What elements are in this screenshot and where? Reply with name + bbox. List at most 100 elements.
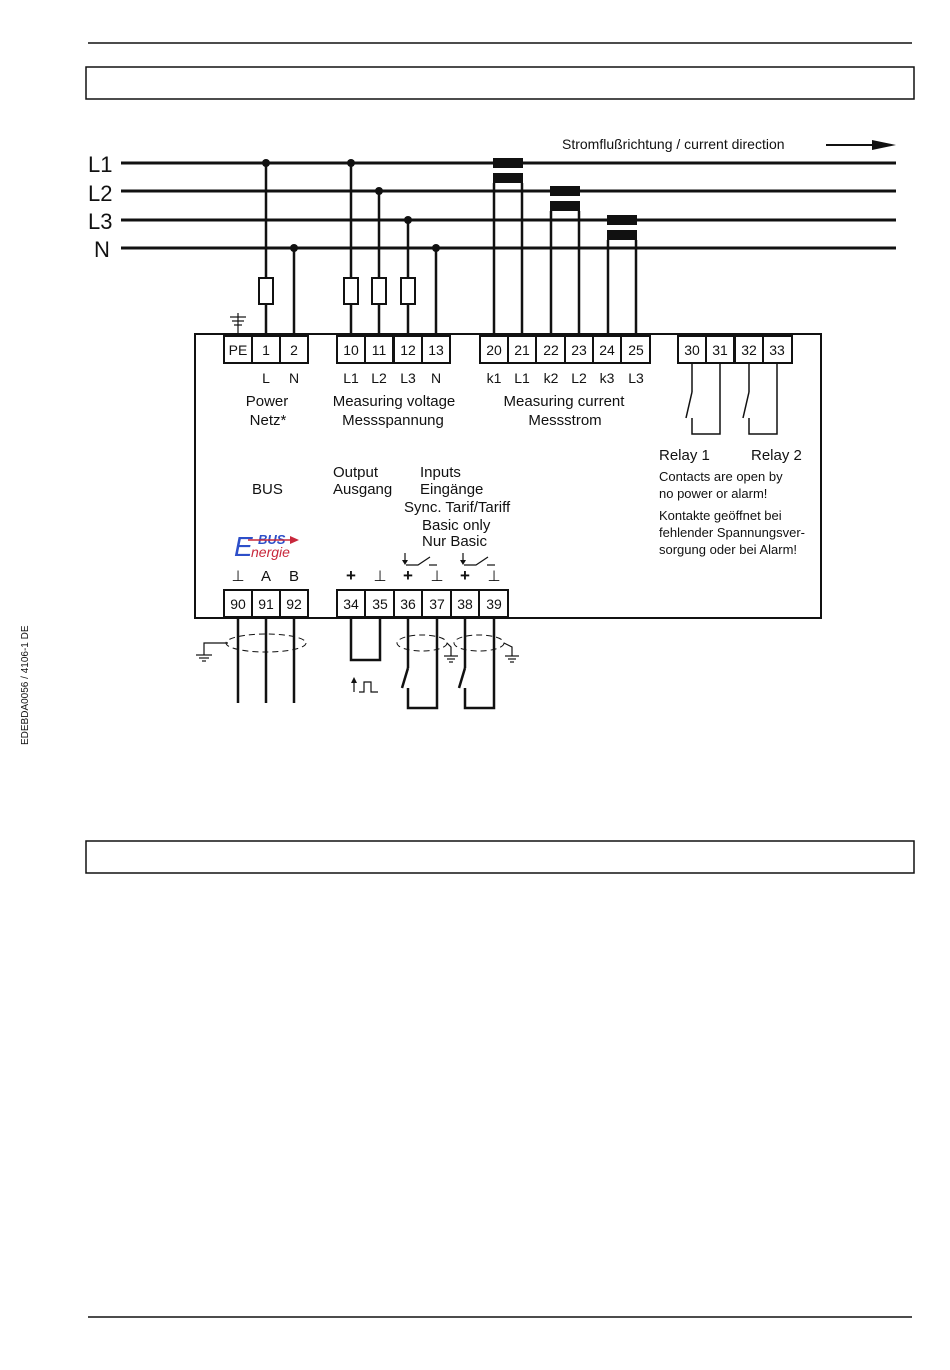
label-bus-ground: ⊥ xyxy=(231,568,244,585)
terminal-12: 12 xyxy=(400,342,416,358)
fuse-icon xyxy=(400,277,416,305)
terminal-22: 22 xyxy=(543,342,559,358)
label-io-ground: ⊥ xyxy=(487,568,500,585)
switch-icon xyxy=(402,553,437,566)
relay-note-de-2: fehlender Spannungsver- xyxy=(659,525,805,540)
fuse-icon xyxy=(343,277,359,305)
label-io-plus: + xyxy=(460,566,470,585)
relay-note-de-1: Kontakte geöffnet bei xyxy=(659,508,782,523)
power-label: Power xyxy=(246,393,289,410)
terminal-90: 90 xyxy=(230,596,246,612)
label-voltage-l1: L1 xyxy=(343,370,359,386)
terminal-35: 35 xyxy=(372,596,388,612)
fuse-icon xyxy=(258,277,274,305)
sync-tariff-label: Sync. Tarif/Tariff xyxy=(404,499,511,516)
terminal-39: 39 xyxy=(486,596,502,612)
label-l: L xyxy=(262,370,270,386)
label-voltage-l3: L3 xyxy=(400,370,416,386)
label-k1: k1 xyxy=(487,370,502,386)
label-io-plus: + xyxy=(403,566,413,585)
bottom-terminal-labels: ⊥ A B + ⊥ + ⊥ + ⊥ xyxy=(231,566,500,585)
label-voltage-n: N xyxy=(431,370,441,386)
label-k3: k3 xyxy=(600,370,615,386)
earth-icon xyxy=(230,313,246,336)
label-n: N xyxy=(289,370,299,386)
terminal-block-current: 20 21 22 23 24 25 xyxy=(479,335,651,364)
terminal-block-voltage: 10 11 12 13 xyxy=(336,335,451,364)
phase-lines: L1 L2 L3 N xyxy=(88,152,896,262)
bus-wiring xyxy=(196,617,307,703)
terminal-36: 36 xyxy=(400,596,416,612)
phase-label-n: N xyxy=(94,237,110,262)
label-current-l2: L2 xyxy=(571,370,587,386)
logo-bottom: nergie xyxy=(251,544,290,560)
terminal-23: 23 xyxy=(571,342,587,358)
current-transformer-icon xyxy=(493,158,523,168)
messspannung-label: Messspannung xyxy=(342,412,444,429)
current-transformer-icon xyxy=(607,215,637,225)
label-voltage-l2: L2 xyxy=(371,370,387,386)
label-current-l3: L3 xyxy=(628,370,644,386)
current-transformers xyxy=(492,158,638,336)
terminal-pe: PE xyxy=(229,342,248,358)
cable-shield-icon xyxy=(453,634,505,652)
bus-label: BUS xyxy=(252,481,283,498)
phase-label-l2: L2 xyxy=(88,181,112,206)
terminal-11: 11 xyxy=(372,342,387,358)
terminal-13: 13 xyxy=(428,342,444,358)
relay-note-en-1: Contacts are open by xyxy=(659,469,783,484)
pulse-output xyxy=(349,617,382,693)
current-direction-label: Stromflußrichtung / current direction xyxy=(562,136,785,152)
terminal-1: 1 xyxy=(262,342,270,358)
terminal-10: 10 xyxy=(343,342,359,358)
terminal-24: 24 xyxy=(599,342,615,358)
output-label: Output xyxy=(333,464,379,481)
relay-1-label: Relay 1 xyxy=(659,447,710,464)
terminal-30: 30 xyxy=(684,342,700,358)
ausgang-label: Ausgang xyxy=(333,481,392,498)
arrow-icon xyxy=(872,140,896,150)
label-io-ground: ⊥ xyxy=(430,568,443,585)
terminal-block-io: 34 35 36 37 38 39 xyxy=(336,589,509,618)
logo-arrow xyxy=(290,536,299,544)
document-id: EDEBDA0056 / 4106-1 DE xyxy=(20,625,31,745)
terminal-92: 92 xyxy=(286,596,302,612)
pulse-icon xyxy=(359,681,378,693)
top-terminal-labels: L N L1 L2 L3 N k1 L1 k2 L2 k3 L3 xyxy=(262,370,644,386)
messstrom-label: Messstrom xyxy=(528,412,601,429)
voltage-taps xyxy=(258,159,440,336)
label-bus-a: A xyxy=(261,568,271,585)
terminal-block-relay: 30 31 32 33 xyxy=(677,335,793,364)
terminal-25: 25 xyxy=(628,342,644,358)
switch-icon xyxy=(457,667,467,689)
eingaenge-label: Eingänge xyxy=(420,481,483,498)
terminal-33: 33 xyxy=(769,342,785,358)
terminal-31: 31 xyxy=(712,342,728,358)
terminal-34: 34 xyxy=(343,596,359,612)
relay-note-de-3: sorgung oder bei Alarm! xyxy=(659,542,797,557)
terminal-block-bus: 90 91 92 xyxy=(223,589,309,618)
terminal-21: 21 xyxy=(514,342,530,358)
basic-only-label: Basic only xyxy=(422,517,491,534)
label-k2: k2 xyxy=(544,370,559,386)
meter-housing xyxy=(194,333,822,619)
energie-bus-logo: E BUS nergie xyxy=(234,531,299,562)
switch-icon xyxy=(685,391,693,419)
relay-contacts xyxy=(685,363,778,435)
switch-icon xyxy=(742,391,750,419)
relay-2-label: Relay 2 xyxy=(751,447,802,464)
terminal-38: 38 xyxy=(457,596,473,612)
label-io-plus: + xyxy=(346,566,356,585)
relay-note-en-2: no power or alarm! xyxy=(659,486,767,501)
terminal-37: 37 xyxy=(429,596,445,612)
input-wiring xyxy=(396,617,519,710)
current-transformer-icon xyxy=(550,186,580,196)
terminal-2: 2 xyxy=(290,342,298,358)
inputs-label: Inputs xyxy=(420,464,461,481)
switch-icon xyxy=(460,553,495,566)
label-bus-b: B xyxy=(289,568,299,585)
terminal-block-power: PE 1 2 xyxy=(223,335,309,364)
phase-label-l1: L1 xyxy=(88,152,112,177)
heading-box-bottom xyxy=(85,840,915,874)
